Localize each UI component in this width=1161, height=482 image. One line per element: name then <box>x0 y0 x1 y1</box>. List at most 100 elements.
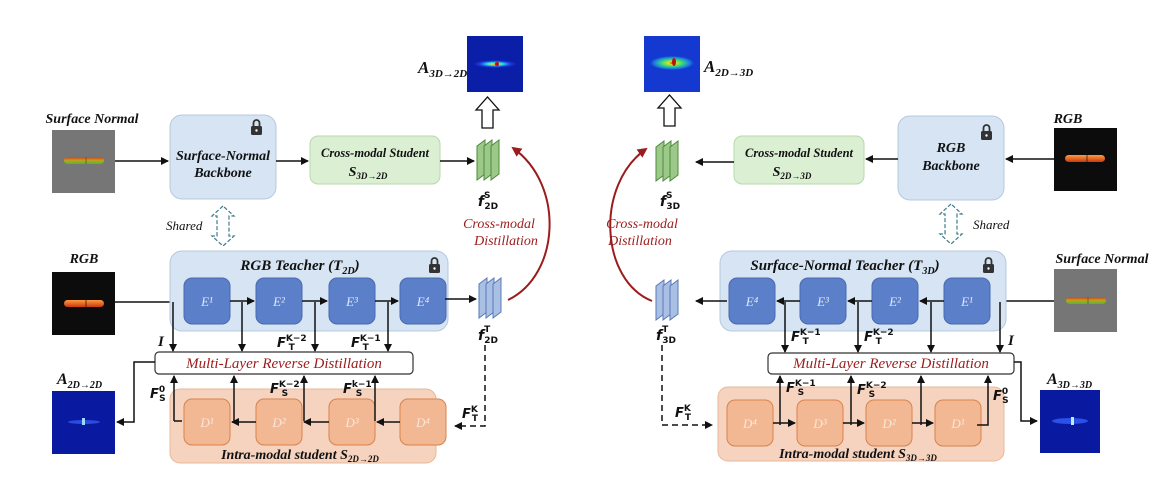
right-encoder-label: E¹ <box>960 294 973 309</box>
right-decoder-label: D⁴ <box>742 416 757 431</box>
left-encoders: E¹ E² E³ E⁴ <box>183 277 447 325</box>
left-decoder-label: D³ <box>344 415 359 430</box>
right-input-top-label: RGB <box>1053 112 1083 127</box>
right-decoders: D⁴ D³ D² D¹ <box>726 399 982 447</box>
right-branch: RGB RGB Backbone Cross-modal Student S2D… <box>606 36 1149 463</box>
right-ftk-dashed-arrow <box>661 345 713 429</box>
left-teacher-feature-stack <box>478 277 502 319</box>
right-teacher-block <box>719 250 1007 332</box>
right-cross-student-title: Cross-modal Student <box>745 146 854 160</box>
right-student-feature-stack <box>655 140 679 182</box>
left-shared-arrow-icon <box>210 205 236 247</box>
left-cross-student-title: Cross-modal Student <box>321 146 430 160</box>
right-backbone-subtitle: Backbone <box>921 159 980 174</box>
right-cross-distill-label-2: Distillation <box>607 234 672 249</box>
right-teacher-feature-stack <box>655 279 679 321</box>
left-mlrd-label: Multi-Layer Reverse Distillation <box>185 356 382 372</box>
right-rgb-image <box>1054 128 1117 191</box>
right-anomaly-map-top <box>644 36 700 92</box>
right-cross-distill-arrow <box>609 147 653 302</box>
right-cross-distill-label: Cross-modal <box>606 217 678 232</box>
right-shared-label: Shared <box>973 217 1010 232</box>
right-anomaly-map-bottom <box>1040 390 1100 453</box>
right-anomaly-top-label: A2D→3D <box>703 57 753 79</box>
right-backbone-title: RGB <box>936 141 966 156</box>
left-encoder-label: E³ <box>345 294 359 309</box>
lock-icon <box>429 257 440 273</box>
right-encoder-label: E⁴ <box>745 294 759 309</box>
lock-icon <box>981 124 992 140</box>
right-shared-arrow-icon <box>938 203 964 245</box>
left-student-feature-stack <box>476 139 500 181</box>
left-decoder-label: D² <box>271 415 286 430</box>
left-rgb-image <box>52 272 115 335</box>
left-anomaly-bottom-label: A2D→2D <box>56 371 102 391</box>
left-anomaly-top-label: A3D→2D <box>417 58 467 80</box>
right-input-mid-label: Surface Normal <box>1056 252 1149 267</box>
right-decoder-label: D¹ <box>950 416 964 431</box>
left-backbone-subtitle: Backbone <box>193 166 252 181</box>
lock-icon <box>251 119 262 135</box>
left-decoders: D¹ D² D³ D⁴ <box>183 398 447 446</box>
right-surface-normal-image <box>1054 269 1117 332</box>
right-encoder-label: E² <box>888 294 902 309</box>
left-up-arrow-icon <box>474 96 501 129</box>
right-input-I-label: I <box>1007 333 1015 349</box>
left-backbone-title: Surface-Normal <box>176 149 270 164</box>
lock-icon <box>983 257 994 273</box>
right-decoder-label: D² <box>881 416 896 431</box>
left-cross-distill-label-2: Distillation <box>473 234 538 249</box>
right-up-arrow-icon <box>656 94 683 127</box>
right-mlrd-block <box>767 352 1015 375</box>
left-cross-distill-arrow <box>507 146 551 301</box>
left-backbone-block <box>169 114 277 200</box>
left-decoder-label: D⁴ <box>415 415 430 430</box>
left-anomaly-map-bottom <box>52 391 115 454</box>
left-decoder-label: D¹ <box>199 415 213 430</box>
left-input-mid-label: RGB <box>69 252 99 267</box>
left-ftk-dashed-arrow <box>454 345 486 430</box>
left-encoder-block <box>399 277 447 325</box>
right-anomaly-bottom-label: A3D→3D <box>1046 371 1092 391</box>
left-surface-normal-image <box>52 130 115 193</box>
right-cross-student-symbol: S2D→3D <box>773 165 812 181</box>
right-backbone-block <box>897 115 1005 201</box>
left-encoder-label: E⁴ <box>416 294 430 309</box>
left-cross-modal-student <box>309 135 441 185</box>
left-anomaly-map-top <box>467 36 523 92</box>
left-mlrd-block <box>154 351 414 375</box>
right-mlrd-label: Multi-Layer Reverse Distillation <box>792 356 989 372</box>
left-encoder-label: E¹ <box>200 294 213 309</box>
left-cross-student-symbol: S3D→2D <box>349 165 388 181</box>
left-cross-distill-label: Cross-modal <box>463 217 535 232</box>
left-input-top-label: Surface Normal <box>46 112 139 127</box>
right-intra-student-label: Intra-modal student S3D→3D <box>778 447 937 463</box>
left-shared-label: Shared <box>166 218 203 233</box>
left-teacher-title: RGB Teacher (T2D) <box>239 258 359 277</box>
left-teacher-block <box>169 250 449 332</box>
left-decoder-block <box>183 398 231 446</box>
left-encoder-label: E² <box>272 294 286 309</box>
left-intra-student-label: Intra-modal student S2D→2D <box>220 448 379 464</box>
right-decoder-label: D³ <box>812 416 827 431</box>
left-branch: Surface Normal Surface-Normal Backbone C… <box>46 36 551 464</box>
left-input-I-label: I <box>157 334 165 350</box>
